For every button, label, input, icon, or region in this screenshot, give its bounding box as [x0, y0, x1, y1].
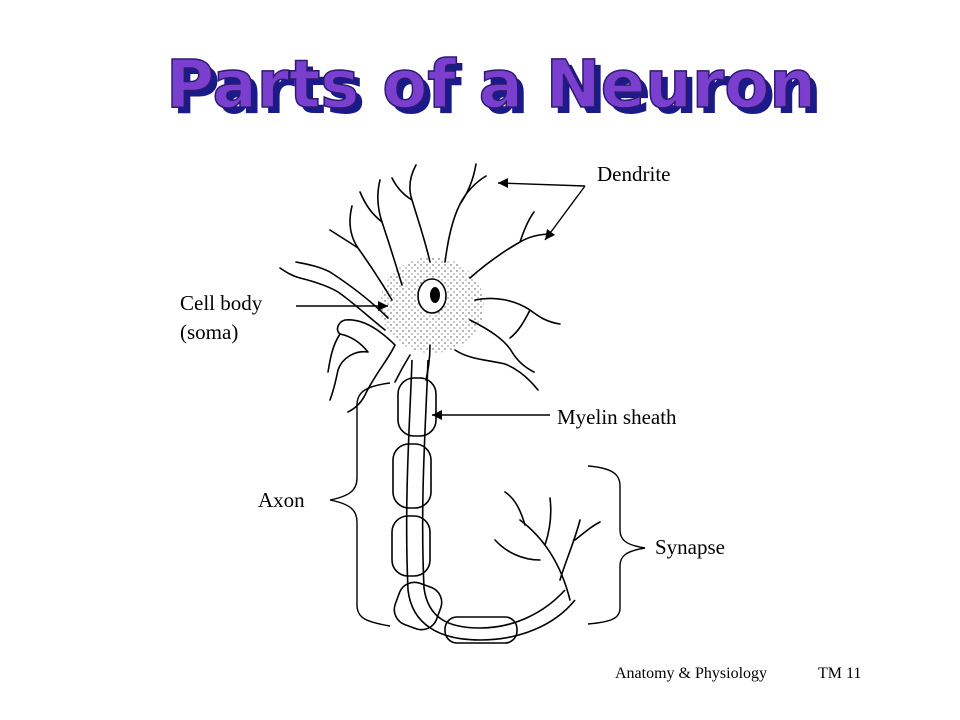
axon-brace: [329, 382, 391, 627]
label-axon: Axon: [258, 488, 305, 512]
label-myelin-sheath: Myelin sheath: [557, 405, 677, 429]
label-dendrite: Dendrite: [597, 162, 671, 186]
cell-body-and-dendrites: [279, 163, 561, 413]
footer-code: TM 11: [818, 665, 862, 682]
nucleolus: [430, 287, 440, 303]
label-soma: (soma): [180, 320, 239, 344]
axon-terminals: [494, 491, 601, 601]
synapse-brace: [587, 465, 646, 625]
arrowheads: [378, 178, 555, 420]
title-wordart: Parts of a Neuron Parts of a Neuron: [165, 45, 822, 129]
label-synapse: Synapse: [655, 535, 725, 559]
leader-lines: [296, 182, 586, 416]
page-title: Parts of a Neuron: [166, 46, 816, 123]
title-shadow: Parts of a Neuron: [172, 52, 822, 129]
label-cell-body: Cell body: [180, 291, 263, 315]
footer-course: Anatomy & Physiology: [615, 665, 768, 682]
myelin-segments: [391, 377, 518, 644]
